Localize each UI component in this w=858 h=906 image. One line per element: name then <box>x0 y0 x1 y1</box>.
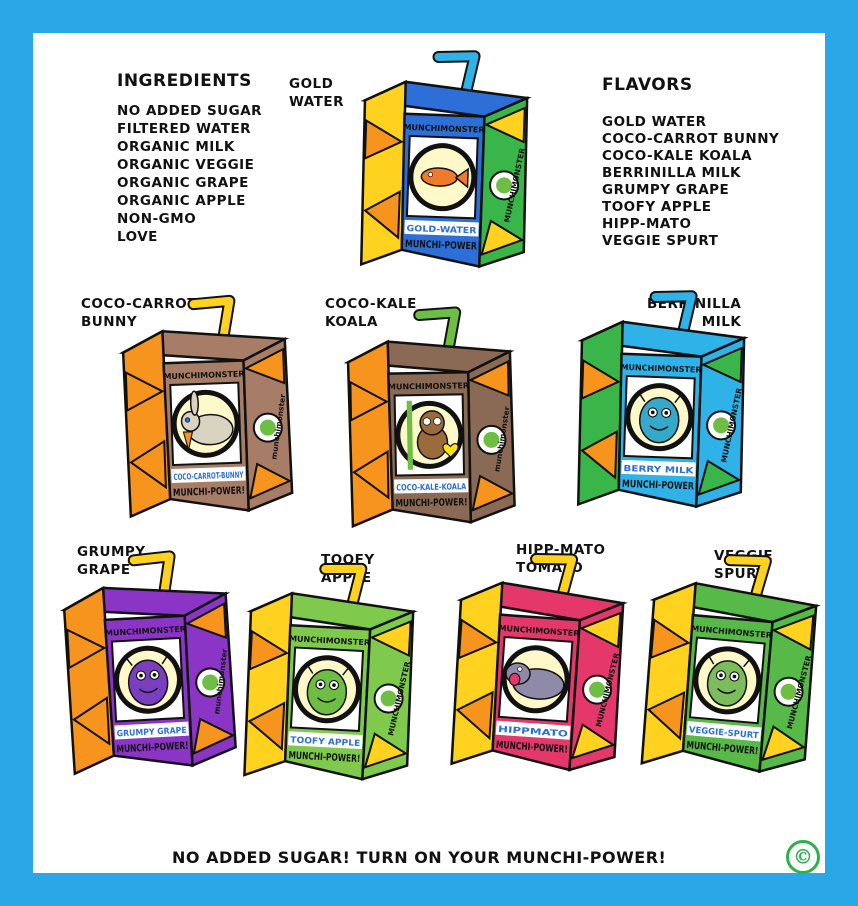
apple-monster-icon <box>305 662 352 716</box>
slogan-text: NO ADDED SUGAR! TURN ON YOUR MUNCHI-POWE… <box>172 848 667 867</box>
flavors-item: COCO-CARROT BUNNY <box>602 131 780 147</box>
product-name: COCO-KALE-KOALA <box>396 482 466 493</box>
brand-label: MUNCHIMONSTER <box>403 123 484 135</box>
ingredients-item: FILTERED WATER <box>117 121 252 137</box>
ingredients-title: INGREDIENTS <box>117 71 252 91</box>
power-label: MUNCHI-POWER! <box>173 485 245 499</box>
poster-panel: INGREDIENTS NO ADDED SUGAR FILTERED WATER… <box>33 33 828 874</box>
power-label: MUNCHI-POWER! <box>395 497 467 509</box>
label-gold-water: GOLD WATER <box>289 76 345 110</box>
brand-label: MUNCHIMONSTER <box>289 634 370 647</box>
flavors-title: FLAVORS <box>602 75 693 95</box>
label-coco-kale-koala: COCO-KALE KOALA <box>325 296 417 330</box>
ingredients-item: NON-GMO <box>117 211 197 227</box>
juice-box-art: MUNCHIMONSTERmunchimonsterCOCO-CARROT-BU… <box>118 294 294 519</box>
ingredients-list: NO ADDED SUGAR FILTERED WATER ORGANIC MILK… <box>117 102 262 246</box>
koala-icon <box>406 400 459 470</box>
flavors-item: BERRINILLA MILK <box>602 165 742 181</box>
hippo-icon <box>505 662 565 700</box>
side-panel <box>346 339 394 529</box>
flavors-item: TOOFY APPLE <box>602 199 712 215</box>
ingredients-item: LOVE <box>117 229 158 245</box>
product-name: GRUMPY GRAPE <box>117 726 188 740</box>
bunny-icon <box>180 390 234 451</box>
label-grumpy-grape: GRUMPY GRAPE <box>77 544 146 578</box>
power-label: MUNCHI-POWER <box>622 479 695 493</box>
ingredients-item: ORGANIC APPLE <box>117 193 246 209</box>
brand-label: MUNCHIMONSTER <box>620 363 701 375</box>
product-name: BERRY MILK <box>623 464 694 476</box>
brand-label: MUNCHIMONSTER <box>105 625 186 638</box>
flavors-item: GRUMPY GRAPE <box>602 182 730 198</box>
flavors-item: GOLD WATER <box>602 114 707 130</box>
juice-box-art: MUNCHIMONSTERMUNCHIMONSTERHIPPMATOMUNCHI… <box>450 553 628 772</box>
ingredients-item: ORGANIC MILK <box>117 139 235 155</box>
berry-monster-icon <box>637 390 684 444</box>
flavors-item: COCO-KALE KOALA <box>602 148 753 164</box>
ingredients-item: ORGANIC GRAPE <box>117 175 249 191</box>
power-label: MUNCHI-POWER <box>405 239 478 253</box>
copyright-symbol: © <box>793 845 813 869</box>
side-panel <box>121 329 172 519</box>
product-name: GOLD-WATER <box>406 224 477 236</box>
product-name: HIPPMATO <box>498 725 569 740</box>
brand-label: MUNCHIMONSTER <box>388 381 469 391</box>
power-label: MUNCHI-POWER! <box>288 750 360 765</box>
ingredients-item: ORGANIC VEGGIE <box>117 157 255 173</box>
grape-monster-icon <box>123 652 170 706</box>
copyright-icon: © <box>786 840 820 874</box>
power-label: MUNCHI-POWER! <box>496 740 569 756</box>
product-name: TOOFY APPLE <box>290 735 361 749</box>
juice-box-art: MUNCHIMONSTERMUNCHIMONSTERVEGGIE-SPURTMU… <box>640 554 821 774</box>
product-name: COCO-CARROT-BUNNY <box>173 471 244 483</box>
side-panel <box>576 319 624 507</box>
ingredients-item: NO ADDED SUGAR <box>117 103 263 119</box>
flavors-item: HIPP-MATO <box>602 216 692 232</box>
side-panel <box>359 79 407 267</box>
flavors-item: VEGGIE SPURT <box>602 233 719 249</box>
veggie-monster-icon <box>706 652 753 707</box>
juice-box-art: MUNCHIMONSTERmunchimonsterCOCO-KALE-KOAL… <box>343 306 516 529</box>
fish-icon <box>420 167 469 189</box>
power-label: MUNCHI-POWER! <box>116 741 188 756</box>
juice-box-art: MUNCHIMONSTERMUNCHIMONSTERGOLD-WATERMUNC… <box>359 50 532 269</box>
label-coco-carrot-bunny: COCO-CARROT BUNNY <box>81 296 197 330</box>
brand-label: MUNCHIMONSTER <box>163 369 244 381</box>
side-panel <box>62 585 116 776</box>
